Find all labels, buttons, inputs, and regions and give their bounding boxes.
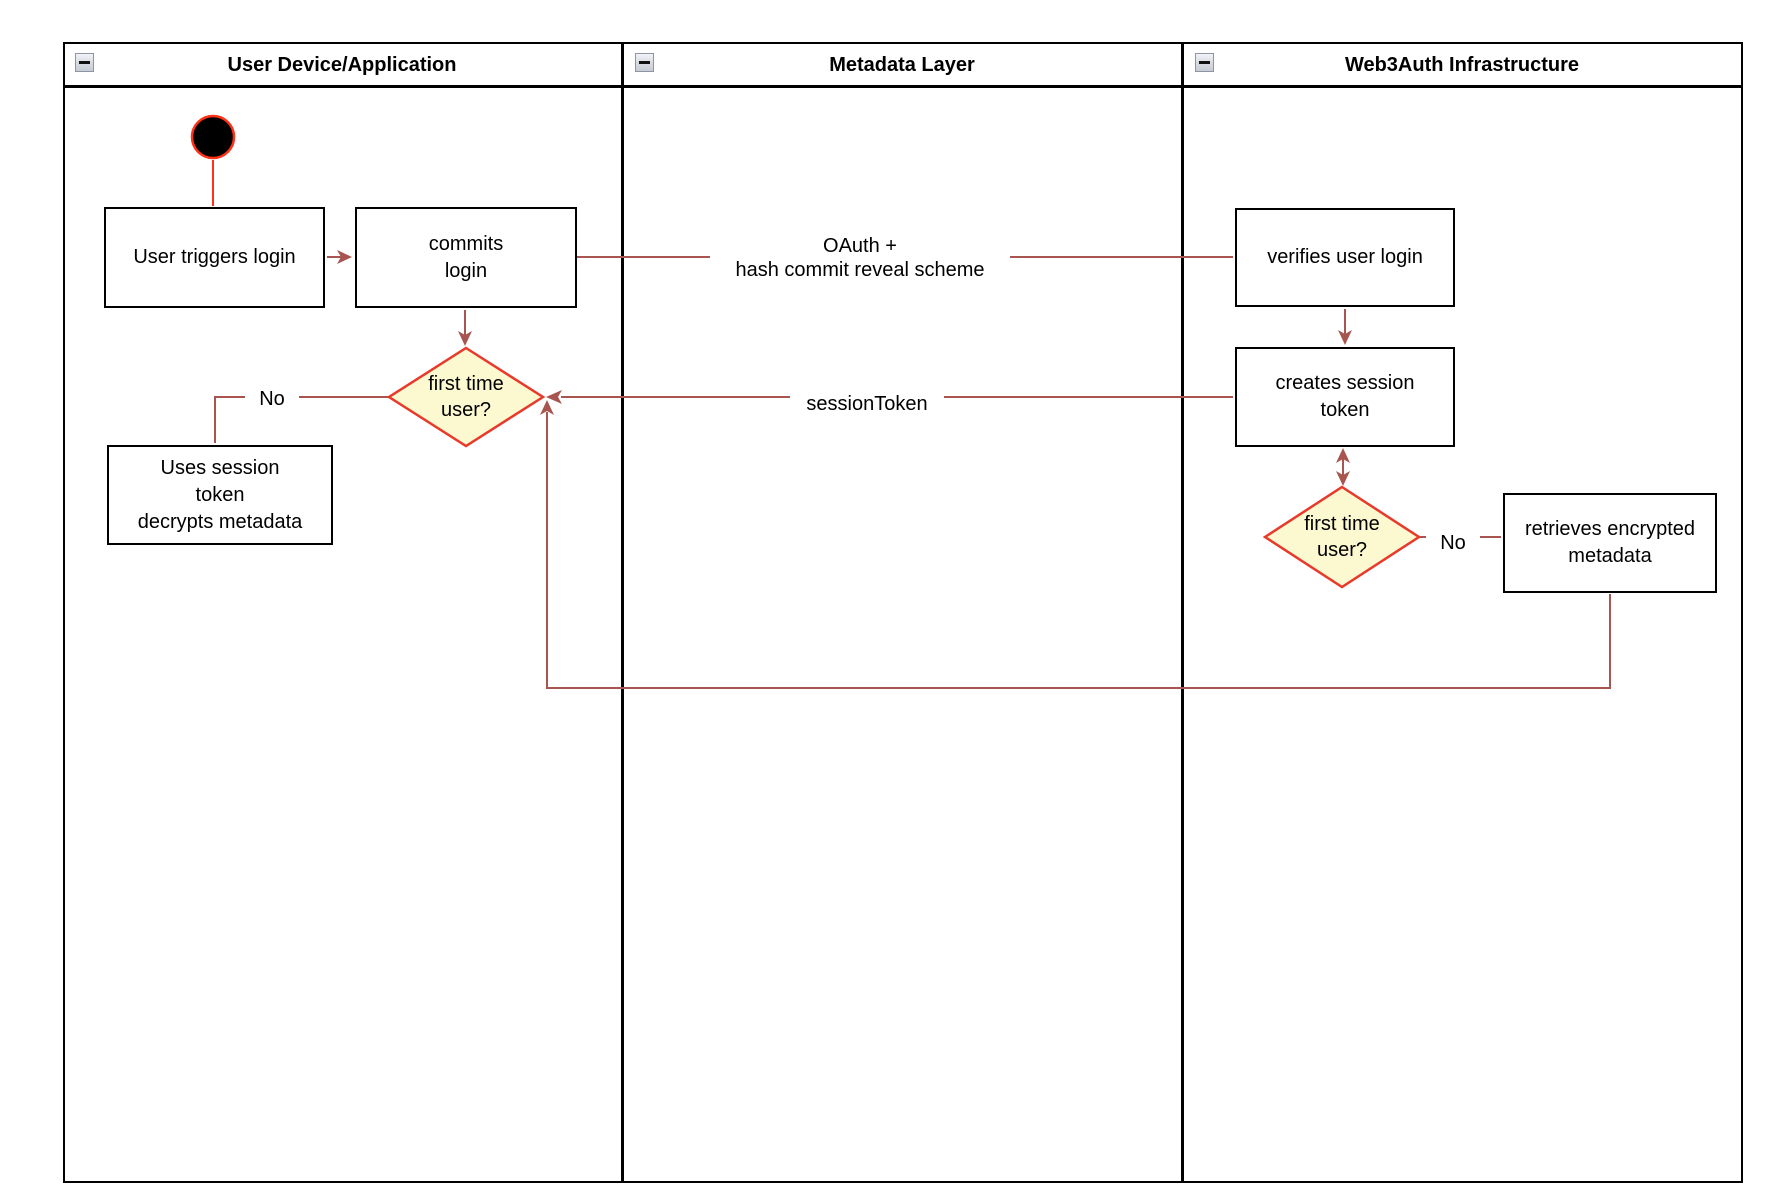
minus-icon: [639, 61, 650, 64]
lane-header-metadata-layer: Metadata Layer: [623, 44, 1181, 86]
edge-label-no-right: No: [1426, 532, 1480, 555]
pool-header-separator: [63, 85, 1743, 88]
node-user-triggers-login[interactable]: User triggers login: [104, 207, 325, 308]
decision-label-right: first time user?: [1304, 513, 1380, 561]
minus-icon: [1199, 61, 1210, 64]
lane-title: Metadata Layer: [829, 54, 975, 76]
minus-icon: [79, 61, 90, 64]
edge-label-no-left: No: [245, 388, 299, 411]
collapse-lane-button[interactable]: [75, 53, 94, 72]
node-uses-session-token[interactable]: Uses session token decrypts metadata: [107, 445, 333, 545]
lane-divider-2: [1181, 42, 1184, 1183]
collapse-lane-button[interactable]: [1195, 53, 1214, 72]
edge-label-session-token: sessionToken: [790, 392, 944, 417]
node-creates-session-token[interactable]: creates session token: [1235, 347, 1455, 447]
lane-title: Web3Auth Infrastructure: [1344, 54, 1580, 76]
node-retrieves-encrypted-metadata[interactable]: retrieves encrypted metadata: [1503, 493, 1717, 593]
lane-divider-1: [621, 42, 624, 1183]
lane-header-web3auth: Web3Auth Infrastructure: [1183, 44, 1741, 86]
collapse-lane-button[interactable]: [635, 53, 654, 72]
decision-label-left: first time user?: [428, 373, 504, 421]
edge-label-oauth: OAuth + hash commit reveal scheme: [710, 234, 1010, 282]
node-commits-login[interactable]: commits login: [355, 207, 577, 308]
lane-header-user-device: User Device/Application: [63, 44, 621, 86]
node-verifies-user-login[interactable]: verifies user login: [1235, 208, 1455, 307]
lane-title: User Device/Application: [227, 54, 457, 76]
pool-frame: [63, 42, 1743, 1183]
